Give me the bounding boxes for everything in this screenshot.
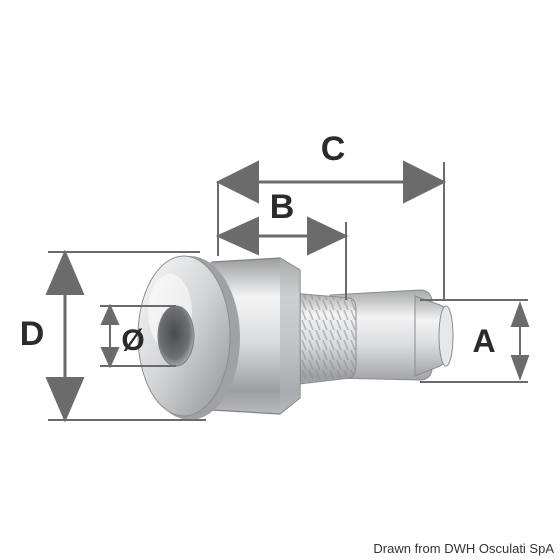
arrow-b-right: [307, 216, 349, 256]
dimension-diameter: [100, 303, 176, 369]
arrow-a-top: [510, 301, 530, 327]
credit-caption: Drawn from DWH Osculati SpA: [373, 541, 554, 556]
label-a: A: [472, 323, 495, 359]
label-c: C: [321, 130, 346, 168]
fitting-illustration: [137, 255, 454, 420]
arrow-diameter-top: [100, 303, 120, 325]
dimension-d: [45, 249, 206, 423]
arrow-c-right: [403, 160, 447, 204]
label-b: B: [270, 188, 295, 226]
arrow-a-bottom: [510, 355, 530, 381]
dimension-lines: [45, 160, 530, 423]
dimension-a: [420, 299, 530, 383]
dimension-b: [215, 216, 349, 300]
arrow-c-left: [215, 160, 259, 204]
hose-tail-rim: [438, 305, 454, 367]
arrow-b-left: [215, 216, 259, 256]
label-diameter: Ø: [121, 324, 144, 357]
dimension-labels: C B D Ø A: [20, 130, 496, 359]
arrow-diameter-bottom: [100, 347, 120, 369]
bore-hole: [157, 305, 195, 367]
dimension-c: [215, 160, 447, 300]
arrow-d-bottom: [45, 377, 85, 423]
arrow-d-top: [45, 249, 85, 295]
label-d: D: [20, 315, 45, 353]
hex-nut-face-edge: [280, 258, 300, 414]
